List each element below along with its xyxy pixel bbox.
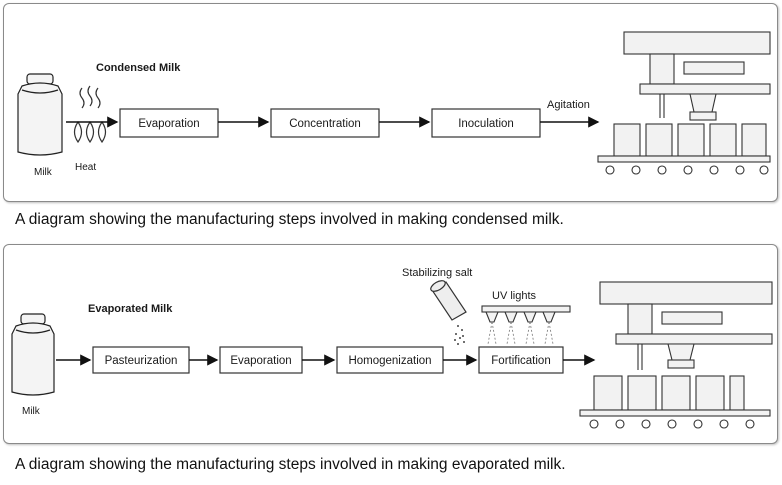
- step-homogenization-label: Homogenization: [348, 355, 431, 367]
- heat-label: Heat: [75, 162, 96, 173]
- canning-machine-icon-2: [579, 281, 773, 429]
- milk-label-2: Milk: [22, 406, 41, 417]
- step-inoculation-label: Inoculation: [458, 118, 514, 130]
- step-evaporation-box: [119, 108, 219, 138]
- uv-lights-icon: [481, 305, 571, 323]
- uv-lights-label: UV lights: [492, 290, 537, 302]
- step-concentration-box: [270, 108, 380, 138]
- step-evaporation-box-2: [219, 346, 303, 374]
- evaporated-caption: A diagram showing the manufacturing step…: [15, 456, 566, 473]
- heat-flame-icon: [73, 120, 107, 144]
- step-evaporation-label: Evaporation: [138, 118, 199, 130]
- condensed-caption: A diagram showing the manufacturing step…: [15, 211, 564, 228]
- step-fortification-box: [478, 346, 564, 374]
- step-pasteurization-box: [92, 346, 190, 374]
- salt-shaker-icon: [430, 280, 467, 321]
- step-inoculation-box: [431, 108, 541, 138]
- step-fortification-label: Fortification: [491, 355, 550, 367]
- milk-jar-icon: [17, 73, 63, 156]
- step-evaporation-label-2: Evaporation: [230, 355, 291, 367]
- milk-label: Milk: [34, 167, 53, 178]
- step-homogenization-box: [336, 346, 444, 374]
- canning-machine-icon: [597, 31, 771, 175]
- milk-jar-icon-2: [11, 313, 55, 396]
- steam-icon: [79, 85, 101, 109]
- uv-rays-icon: [487, 321, 554, 345]
- agitation-label: Agitation: [547, 99, 590, 111]
- salt-particles-icon: [454, 325, 465, 345]
- stabilizing-salt-label: Stabilizing salt: [402, 267, 472, 279]
- evaporated-title: Evaporated Milk: [88, 303, 173, 315]
- step-concentration-label: Concentration: [289, 118, 361, 130]
- condensed-title: Condensed Milk: [96, 62, 181, 74]
- step-pasteurization-label: Pasteurization: [105, 355, 178, 367]
